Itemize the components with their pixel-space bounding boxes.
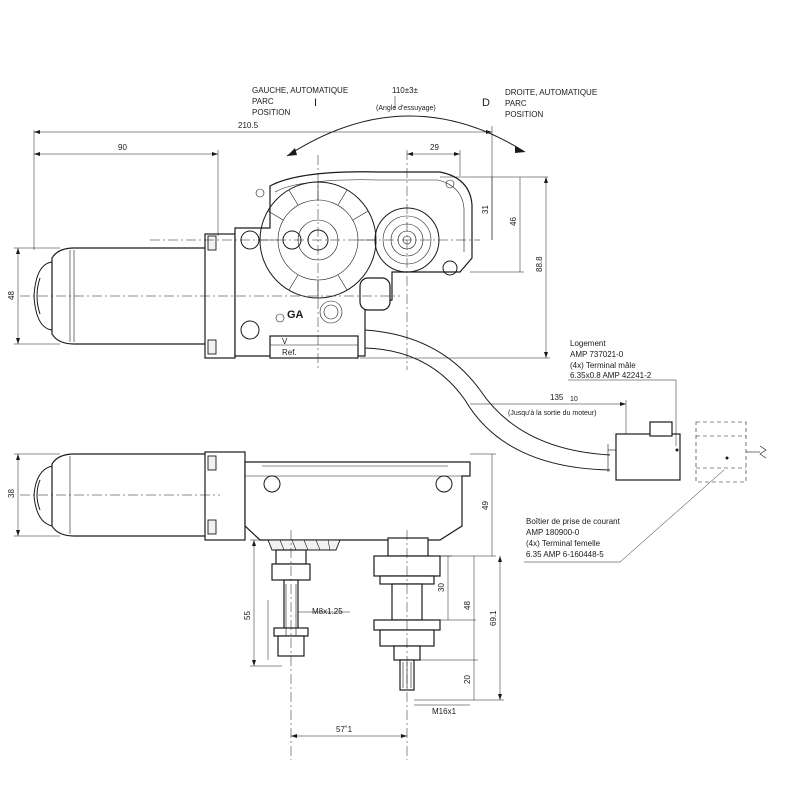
- right-position-line-2: PARC: [505, 99, 527, 108]
- left-position-line-1: GAUCHE, AUTOMATIQUE: [252, 86, 348, 95]
- socket-line-4: 6.35 AMP 6-160448-5: [526, 550, 604, 559]
- wipe-arc: [286, 115, 526, 157]
- dim-motor-dia-top: 48: [7, 291, 16, 300]
- mount-hole-2: [240, 320, 260, 340]
- dim-shaft-69: 69.1: [489, 610, 498, 626]
- dim-cable-length: 135: [550, 393, 564, 402]
- small-mark: V: [282, 337, 288, 346]
- right-position-line-1: DROITE, AUTOMATIQUE: [505, 88, 597, 97]
- connector-housing: [607, 421, 681, 481]
- right-marker: D: [482, 97, 490, 109]
- dim-spindle-offset: 29: [430, 143, 439, 152]
- gearbox-side: [244, 461, 471, 541]
- wipe-angle-note: (Angle d'essuyage): [376, 105, 436, 112]
- arrowheads: [16, 130, 626, 738]
- cable-note: (Jusqu'à la sortie du moteur): [508, 410, 597, 417]
- dim-motor-dia-side: 38: [7, 489, 16, 498]
- ref-plate: [269, 335, 359, 359]
- label-seal: [319, 300, 343, 324]
- dim-shaft-30: 30: [437, 583, 446, 592]
- dim-shaft-20: 20: [463, 675, 472, 684]
- thread-small: M8x1.25: [312, 607, 343, 616]
- plug-body: [615, 433, 681, 481]
- dim-height-46: 46: [509, 217, 518, 226]
- housing-line-2: AMP 737021-0: [570, 350, 624, 359]
- housing-line-3: (4x) Terminal mâle: [570, 361, 636, 370]
- dim-depth-49: 49: [481, 501, 490, 510]
- left-marker: I: [314, 97, 317, 109]
- shaft-collar: [387, 537, 429, 557]
- mating-socket: [695, 421, 767, 483]
- side-view: [20, 451, 471, 760]
- left-position-line-3: POSITION: [252, 108, 290, 117]
- dim-stud-55: 55: [243, 611, 252, 620]
- dim-cable-tol: 10: [570, 396, 578, 403]
- cable-top: [364, 329, 611, 456]
- left-position-line-2: PARC: [252, 97, 274, 106]
- thread-large: M16x1: [432, 707, 457, 716]
- annotations: GAUCHE, AUTOMATIQUE PARC POSITION I 110±…: [7, 86, 652, 734]
- gearbox-housing-top: [234, 171, 473, 357]
- dim-overall-length: 210.5: [238, 121, 259, 130]
- right-position-line-3: POSITION: [505, 110, 543, 119]
- top-view: GA V Ref.: [20, 115, 526, 370]
- socket-line-2: AMP 180900-0: [526, 528, 580, 537]
- dim-height-88: 88.8: [535, 256, 544, 272]
- ref-label: Ref.: [282, 348, 297, 357]
- dimension-lines: [14, 96, 725, 737]
- dim-shaft-48: 48: [463, 601, 472, 610]
- dim-spacing-57: 57˚1: [336, 725, 353, 734]
- logo-text: GA: [287, 309, 304, 321]
- housing-line-1: Logement: [570, 339, 606, 348]
- socket-line-1: Boîtier de prise de courant: [526, 517, 621, 526]
- socket-line-3: (4x) Terminal femelle: [526, 539, 601, 548]
- dim-motor-length: 90: [118, 143, 127, 152]
- wipe-angle: 110±3±: [392, 86, 419, 95]
- dim-height-31: 31: [481, 205, 490, 214]
- housing-line-4: 6.35x0.8 AMP 42241-2: [570, 371, 652, 380]
